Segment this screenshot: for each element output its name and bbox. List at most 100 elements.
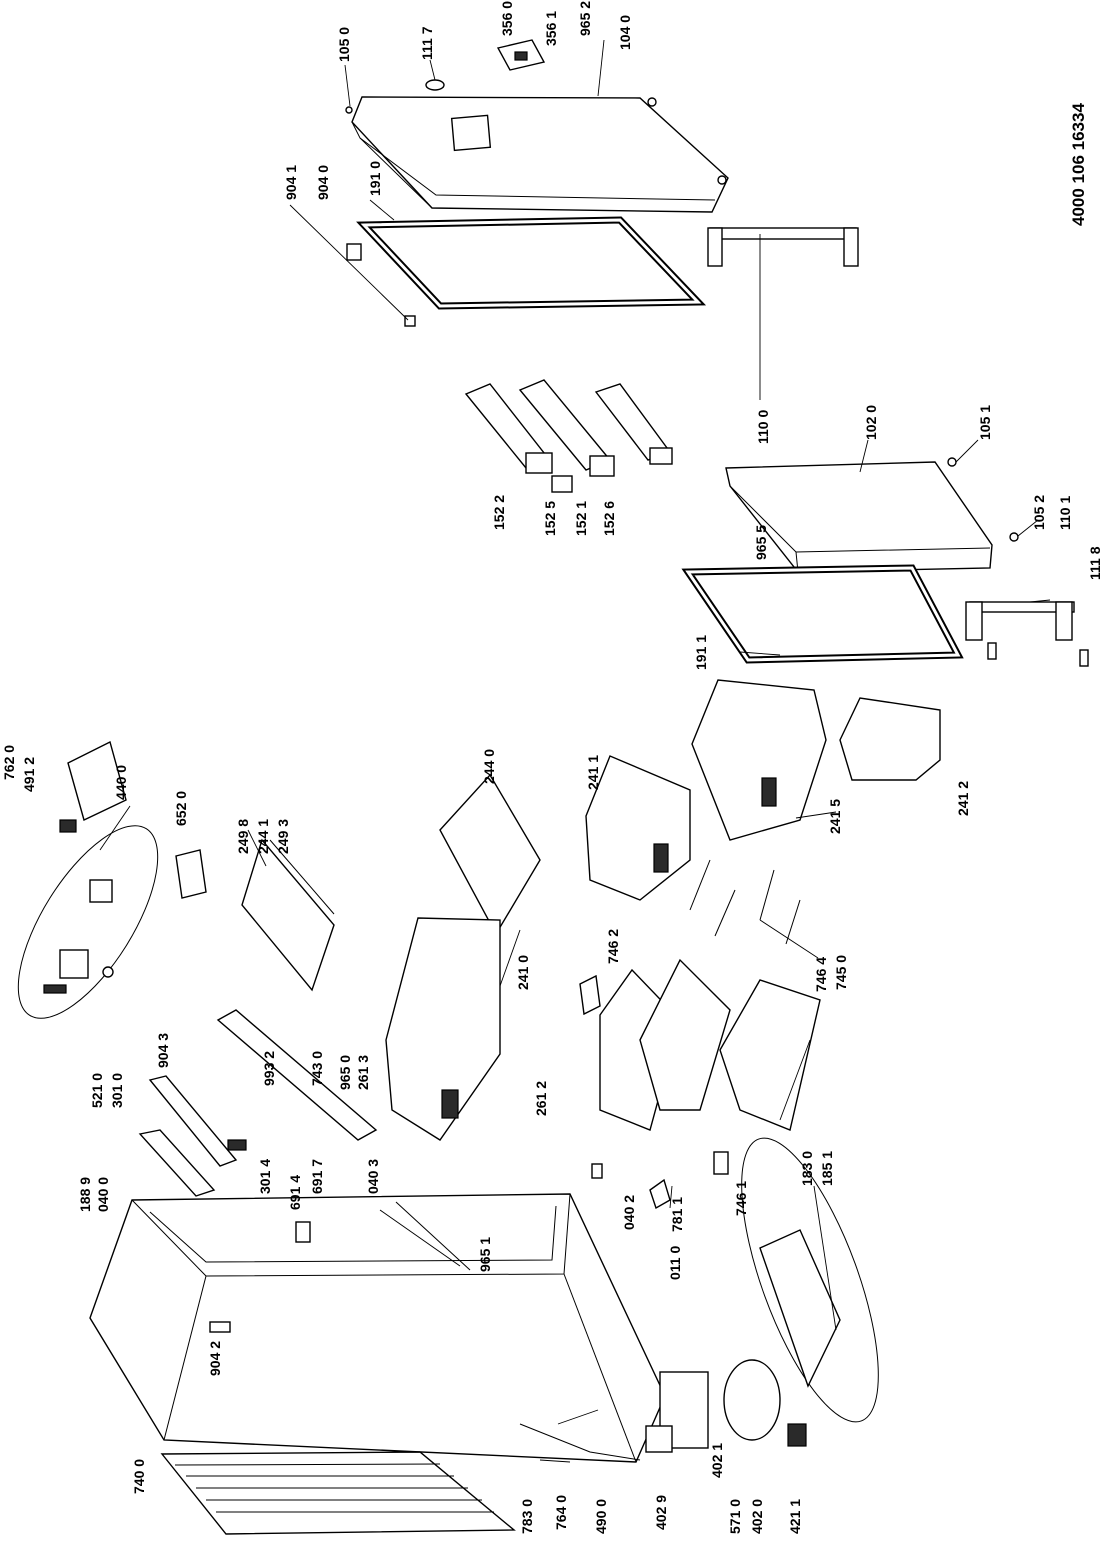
- callout-261-3: 261 3: [355, 1055, 371, 1090]
- door-gasket-191-1: [681, 564, 964, 664]
- hinge-cover-356: [496, 39, 546, 71]
- callout-781-1: 781 1: [669, 1197, 685, 1232]
- glass-shelf-244-0: [439, 773, 541, 936]
- fan-cover-652-0: [175, 849, 207, 899]
- callout-740-0: 740 0: [131, 1459, 147, 1494]
- callout-301-0: 301 0: [109, 1073, 125, 1108]
- document-number: 4000 106 16334: [1069, 103, 1088, 226]
- freezer-door-104-0: [345, 96, 729, 213]
- callout-261-2: 261 2: [533, 1081, 549, 1116]
- callout-904-0: 904 0: [315, 165, 331, 200]
- callout-183-0: 183 0: [799, 1151, 815, 1186]
- callout-691-7: 691 7: [309, 1159, 325, 1194]
- shelf-clip-746-1: [713, 1151, 729, 1175]
- compressor-402-0: [645, 1359, 781, 1453]
- callout-241-2: 241 2: [955, 781, 971, 816]
- callout-105-2: 105 2: [1031, 495, 1047, 530]
- callout-110-0: 110 0: [755, 410, 771, 444]
- small-plates-904: [346, 243, 416, 327]
- callout-965-2: 965 2: [577, 1, 593, 36]
- callout-188-9: 188 9: [77, 1177, 93, 1212]
- leader-lines: [99, 39, 1051, 1425]
- callout-745-0: 745 0: [833, 955, 849, 990]
- callout-402-1: 402 1: [709, 1443, 725, 1478]
- relay-421-1: [787, 1423, 807, 1447]
- callout-102-0: 102 0: [863, 405, 879, 440]
- lamp-cover-762-0: [59, 740, 127, 833]
- shelf-clip-746-2: [579, 974, 601, 1016]
- callout-965-5: 965 5: [753, 525, 769, 560]
- crisper-drawer-241-0: [385, 917, 501, 1141]
- callout-249-3: 249 3: [275, 819, 291, 854]
- callout-185-1: 185 1: [819, 1151, 835, 1186]
- callout-241-5: 241 5: [827, 799, 843, 834]
- door-handle-cap-111-7: [425, 79, 445, 91]
- power-cord-490-0: [519, 1423, 641, 1463]
- callout-402-0: 402 0: [749, 1499, 765, 1534]
- callout-490-0: 490 0: [593, 1499, 609, 1534]
- callout-040-0: 040 0: [95, 1177, 111, 1212]
- callout-301-4: 301 4: [257, 1159, 273, 1194]
- callout-356-1: 356 1: [543, 11, 559, 46]
- callout-105-0: 105 0: [336, 27, 352, 62]
- callout-783-0: 783 0: [519, 1499, 535, 1534]
- callout-965-0: 965 0: [337, 1055, 353, 1090]
- callout-764-0: 764 0: [553, 1495, 569, 1530]
- glass-shelf-244-1: [241, 838, 335, 992]
- door-gasket-191-0: [356, 216, 707, 310]
- callout-191-0: 191 0: [367, 161, 383, 196]
- callout-105-1: 105 1: [977, 405, 993, 440]
- crisper-drawer-241-5: [691, 679, 827, 841]
- evaporator-cover-743-0: [216, 1009, 378, 1141]
- crisper-drawer-241-2: [839, 697, 941, 781]
- handle-110-1: [965, 601, 1089, 667]
- hinge-781-1: [649, 1178, 671, 1210]
- callout-746-1: 746 1: [733, 1181, 749, 1216]
- door-balconies-152: [464, 379, 673, 493]
- callout-904-1: 904 1: [283, 165, 299, 200]
- callout-111-7: 111 7: [419, 26, 435, 60]
- callout-244-0: 244 0: [481, 749, 497, 784]
- callout-743-0: 743 0: [309, 1051, 325, 1086]
- callout-440-0: 440 0: [113, 765, 129, 800]
- callout-904-3: 904 3: [155, 1033, 171, 1068]
- callout-762-0: 762 0: [1, 745, 17, 780]
- misc-bracket-040-2: [591, 1163, 603, 1179]
- handle-110-0: [707, 227, 859, 267]
- callout-965-1: 965 1: [477, 1237, 493, 1272]
- callout-104-0: 104 0: [617, 15, 633, 50]
- callout-521-0: 521 0: [89, 1073, 105, 1108]
- callout-746-4: 746 4: [813, 957, 829, 992]
- callout-152-6: 152 6: [601, 501, 617, 536]
- callout-356-0: 356 0: [499, 1, 515, 36]
- callout-904-2: 904 2: [207, 1341, 223, 1376]
- callout-402-9: 402 9: [653, 1495, 669, 1530]
- callout-421-1: 421 1: [787, 1499, 803, 1534]
- condenser-740-0: [160, 1451, 516, 1535]
- callout-993-2: 993 2: [261, 1051, 277, 1086]
- callout-040-2: 040 2: [621, 1195, 637, 1230]
- callout-691-4: 691 4: [287, 1175, 303, 1210]
- callout-652-0: 652 0: [173, 791, 189, 826]
- callout-111-8: 111 8: [1087, 546, 1100, 580]
- cabinet-011-0: [89, 1193, 666, 1463]
- wire-shelves-745-0: [599, 958, 821, 1131]
- fridge-door-102-0: [725, 457, 1019, 573]
- thermostat-group-440-0: [17, 825, 159, 1019]
- callout-011-0: 011 0: [667, 1246, 683, 1280]
- callout-746-2: 746 2: [605, 929, 621, 964]
- crisper-drawer-241-1: [585, 755, 691, 901]
- callout-152-5: 152 5: [542, 501, 558, 536]
- callout-152-2: 152 2: [491, 495, 507, 530]
- base-plate-183-0: [741, 1137, 879, 1423]
- control-panel-301-0: [138, 1075, 247, 1197]
- callout-571-0: 571 0: [727, 1499, 743, 1534]
- callout-110-1: 110 1: [1057, 496, 1073, 530]
- callout-244-1: 244 1: [255, 819, 271, 854]
- callout-040-3: 040 3: [365, 1159, 381, 1194]
- callout-241-1: 241 1: [585, 755, 601, 790]
- callout-491-2: 491 2: [21, 757, 37, 792]
- callout-241-0: 241 0: [515, 955, 531, 990]
